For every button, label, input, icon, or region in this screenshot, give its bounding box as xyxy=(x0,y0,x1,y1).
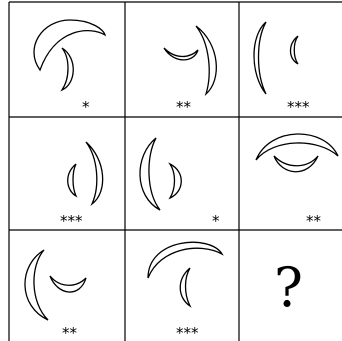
cell-7-stars: ** xyxy=(62,324,78,341)
cell-4-stars: *** xyxy=(60,212,83,230)
small-crescent-opens-right xyxy=(180,268,190,306)
cell-7: ** xyxy=(25,250,86,341)
cell-8: *** xyxy=(148,242,222,341)
large-crescent-opens-left xyxy=(196,26,216,94)
cell-8-stars: *** xyxy=(176,324,199,341)
cell-5: * xyxy=(140,138,220,230)
cell-4: *** xyxy=(60,142,103,230)
cell-6-stars: ** xyxy=(306,212,322,230)
small-crescent-opens-up xyxy=(274,156,318,172)
cell-2-stars: ** xyxy=(176,98,192,116)
large-crescent-opens-left xyxy=(86,142,103,204)
cell-1: * xyxy=(34,20,105,116)
small-crescent-opens-right xyxy=(68,164,76,196)
small-crescent-opens-right xyxy=(291,36,299,64)
large-crescent-opens-right xyxy=(140,138,160,210)
small-crescent-opens-up xyxy=(50,276,86,292)
cell-3: *** xyxy=(254,22,310,116)
cell-6: ** xyxy=(256,134,338,230)
cell-3-stars: *** xyxy=(287,98,310,116)
small-crescent-opens-left xyxy=(170,164,181,198)
cell-1-stars: * xyxy=(82,98,90,116)
large-crescent-opens-right xyxy=(25,250,48,320)
large-crescent-opens-down xyxy=(256,134,338,160)
small-crescent-opens-left xyxy=(62,48,73,90)
cell-5-stars: * xyxy=(212,212,220,230)
large-crescent-opens-right xyxy=(254,22,266,94)
small-crescent-opens-up xyxy=(164,48,198,60)
cell-9: ? xyxy=(274,256,303,319)
missing-cell-question-mark: ? xyxy=(274,256,303,319)
cell-2: ** xyxy=(164,26,216,116)
